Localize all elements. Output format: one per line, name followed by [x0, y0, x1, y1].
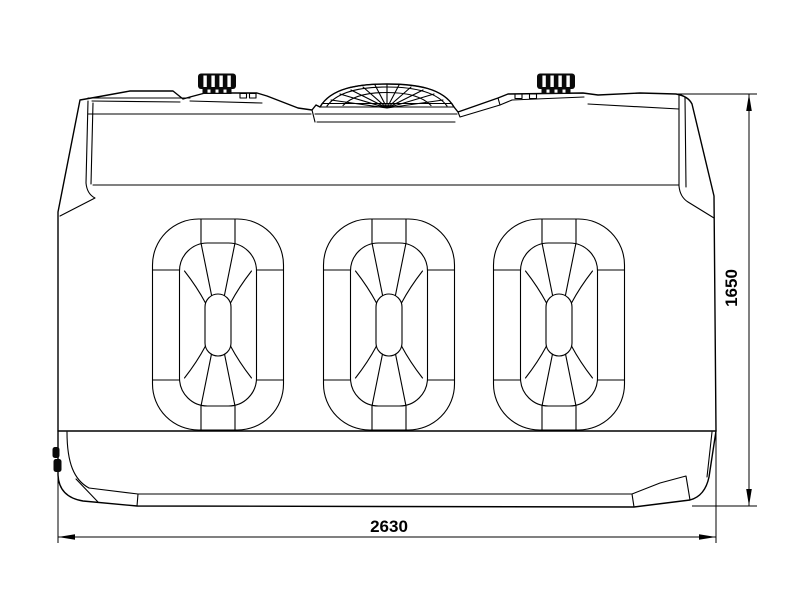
dimension-width: 2630: [57, 431, 717, 543]
arrowhead-top: [746, 94, 752, 111]
vent-grille: [319, 83, 455, 109]
arrowhead-bottom: [746, 489, 752, 506]
recessed-panel-left: [151, 218, 285, 431]
recessed-panel-center: [322, 218, 456, 431]
arrowhead-right: [699, 534, 716, 540]
outlet-fitting: [52, 447, 62, 472]
dimension-height: 1650: [676, 93, 757, 507]
left-screw-cap: [198, 73, 236, 94]
recessed-panel-right: [492, 218, 626, 431]
tank-outline: [57, 83, 717, 508]
width-dimension-label: 2630: [370, 517, 408, 536]
base-skirt: [57, 430, 717, 508]
top-rim-moldings: [59, 92, 715, 219]
right-screw-cap: [537, 73, 575, 94]
height-dimension-label: 1650: [722, 269, 741, 307]
arrowhead-left: [58, 534, 75, 540]
